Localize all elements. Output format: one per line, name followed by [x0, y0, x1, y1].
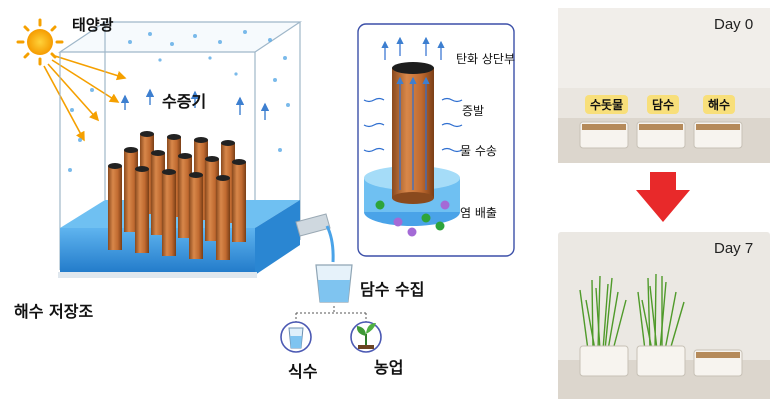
label-transport: 물 수송 [460, 144, 497, 158]
label-vapor: 수증기 [162, 92, 207, 111]
sun-icon [16, 18, 64, 66]
photo-day7 [558, 232, 770, 399]
label-evap: 증발 [462, 104, 485, 118]
plant-icon [350, 321, 382, 353]
label-drink: 식수 [288, 362, 318, 381]
label-reservoir: 해수 저장조 [14, 302, 94, 321]
label-salt: 염 배출 [460, 206, 497, 220]
outlet-spout [295, 213, 331, 237]
red-arrow [636, 172, 690, 222]
label-sunlight: 태양광 [72, 16, 114, 34]
day7-label: Day 7 [714, 240, 754, 257]
cup-tag-fresh: 담수 [647, 95, 680, 114]
cup-tag-tap: 수돗물 [585, 95, 629, 114]
label-agri: 농업 [374, 358, 404, 377]
photo-day0 [558, 8, 770, 163]
day0-label: Day 0 [714, 16, 754, 33]
carbonized-columns [108, 131, 246, 260]
label-collect: 담수 수집 [360, 280, 425, 299]
cup-tag-sea: 해수 [703, 95, 736, 114]
collection-beaker [315, 264, 353, 303]
glass-box [58, 21, 302, 270]
label-top: 탄화 상단부 [456, 52, 516, 66]
drinking-water-icon [280, 321, 312, 353]
